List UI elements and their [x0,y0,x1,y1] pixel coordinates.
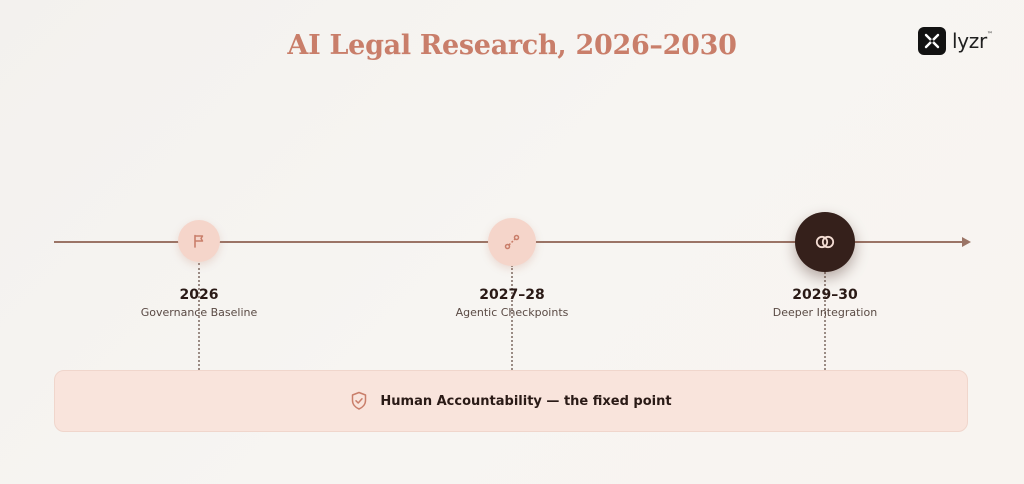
connector-line [824,272,826,370]
banner-text: Human Accountability — the fixed point [380,393,672,409]
connector-line [198,263,200,370]
connector-line [511,265,513,370]
logo-text: lyzr [952,29,987,53]
accountability-banner: Human Accountability — the fixed point [54,370,968,432]
milestone-label: Governance Baseline [140,306,258,319]
milestone-year: 2027–28 [479,287,545,303]
timeline-arrow-icon [962,237,971,247]
brand-logo: lyzr ™ [918,27,993,55]
logo-trademark: ™ [986,31,993,38]
logo-mark-icon [918,27,946,55]
milestone-year: 2026 [179,287,219,303]
milestone-label: Agentic Checkpoints [455,306,569,319]
shield-check-icon [352,391,367,410]
milestone-node-2026 [178,220,220,262]
milestone-year: 2029–30 [792,287,858,303]
milestone-node-2029-30 [795,212,855,272]
flag-icon [194,234,204,248]
milestone-label: Deeper Integration [772,306,878,319]
page-title: AI Legal Research, 2026–2030 [287,30,737,61]
milestone-node-2027-28 [488,218,536,266]
interlocking-rings-icon [815,235,835,249]
path-nodes-icon [504,234,520,250]
